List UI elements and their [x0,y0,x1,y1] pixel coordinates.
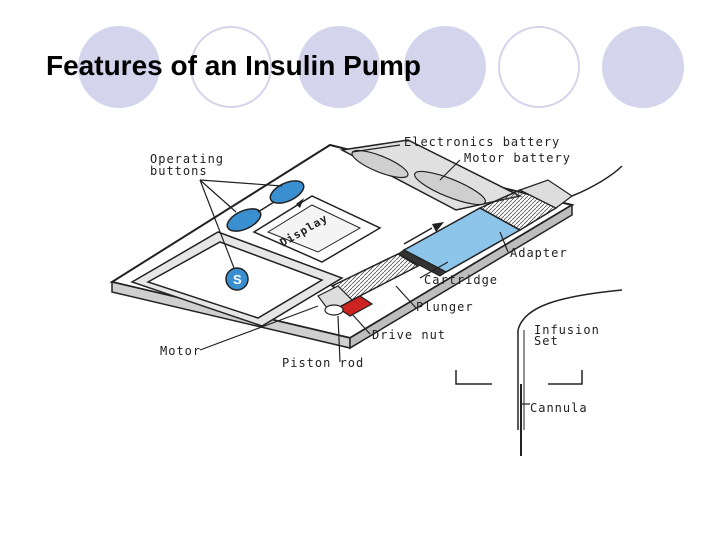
leader-lines [199,144,530,405]
label-operating-buttons-1: Operating [150,152,224,166]
label-motor-battery: Motor battery [464,151,571,165]
motor-end [324,304,344,316]
label-infusion-set-2: Set [534,334,559,348]
infusion-set-base [455,370,583,385]
decor-circle-1 [78,26,160,108]
decor-circle-5 [498,26,580,108]
label-cannula: Cannula [530,401,588,415]
cartridge-arrow-head-icon [432,222,444,232]
motor-housing [317,285,353,313]
motor-battery [414,170,486,206]
decor-circle-6 [602,26,684,108]
decor-circle-2 [190,26,272,108]
label-operating-buttons-2: buttons [150,164,208,178]
label-adapter: Adapter [510,246,568,260]
electronics-battery [351,149,409,179]
s-button[interactable] [225,267,249,291]
decor-circle-3 [298,26,380,108]
label-piston-rod: Piston rod [282,356,364,370]
label-cartridge: Cartridge [424,273,498,287]
label-electronics-battery: Electronics battery [404,135,560,149]
operating-button-1[interactable] [224,204,264,236]
display-screen [266,204,362,253]
infusion-tubing [571,165,623,197]
cartridge-arrow-icon [403,227,433,245]
decor-circle-4 [404,26,486,108]
pump-body-side [349,203,573,350]
operating-button-2[interactable] [267,176,307,208]
button-arrow-head-icon [296,198,304,208]
button-arrow-icon [257,201,275,213]
label-infusion-set-1: Infusion [534,323,600,337]
s-button-label: S [233,272,242,287]
infusion-tubing-2 [517,289,623,331]
slide-title: Features of an Insulin Pump [46,50,421,81]
label-drive-nut: Drive nut [372,328,446,342]
label-plunger: Plunger [416,300,474,314]
label-motor: Motor [160,344,201,358]
